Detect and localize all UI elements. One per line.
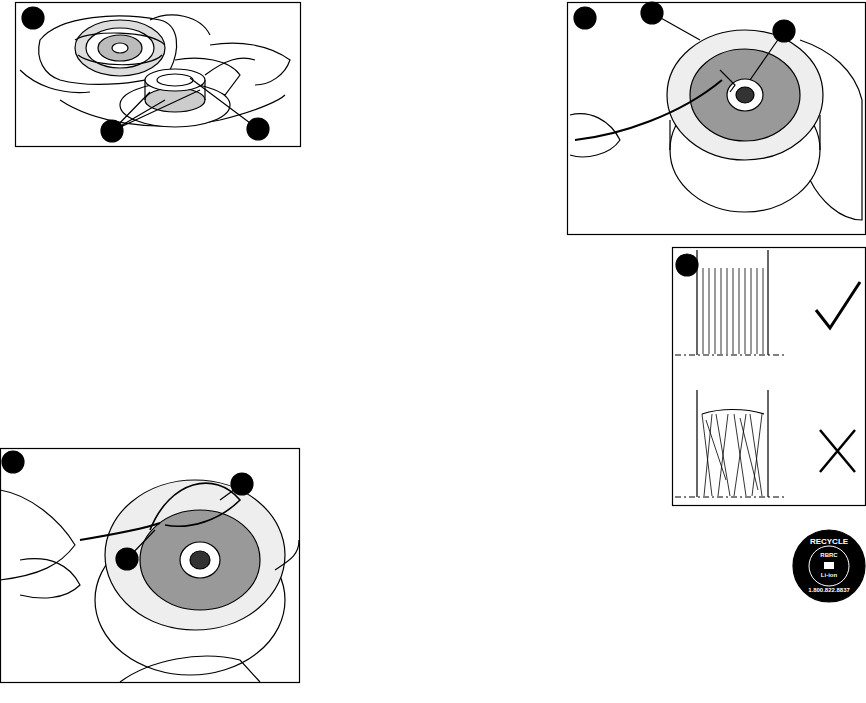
callout-dot	[231, 473, 253, 495]
callout-dot	[247, 118, 269, 140]
panel-frame	[16, 3, 301, 147]
winding-diagram	[675, 250, 860, 497]
seal-text: 1.800.822.8837	[808, 587, 850, 593]
seal-text: RECYCLE	[810, 538, 848, 546]
callout-dot	[101, 120, 123, 142]
panel-frame	[1, 449, 300, 683]
seal-text: Li-ion	[821, 572, 837, 578]
spool-removal-figure	[20, 15, 290, 131]
recycle-seal	[793, 530, 865, 602]
line-hooking-figure	[0, 480, 299, 682]
spool-threading-figure	[570, 13, 862, 220]
callout-dot	[773, 20, 795, 42]
callout-dot	[574, 7, 596, 29]
callout-dot	[641, 2, 663, 24]
callout-dot	[116, 548, 138, 570]
callout-dot	[22, 7, 44, 29]
seal-text: RBRC	[820, 552, 837, 558]
panel-frame	[673, 248, 866, 506]
callout-dot	[676, 254, 698, 276]
callout-dot	[2, 451, 24, 473]
panel-frame	[568, 3, 866, 235]
